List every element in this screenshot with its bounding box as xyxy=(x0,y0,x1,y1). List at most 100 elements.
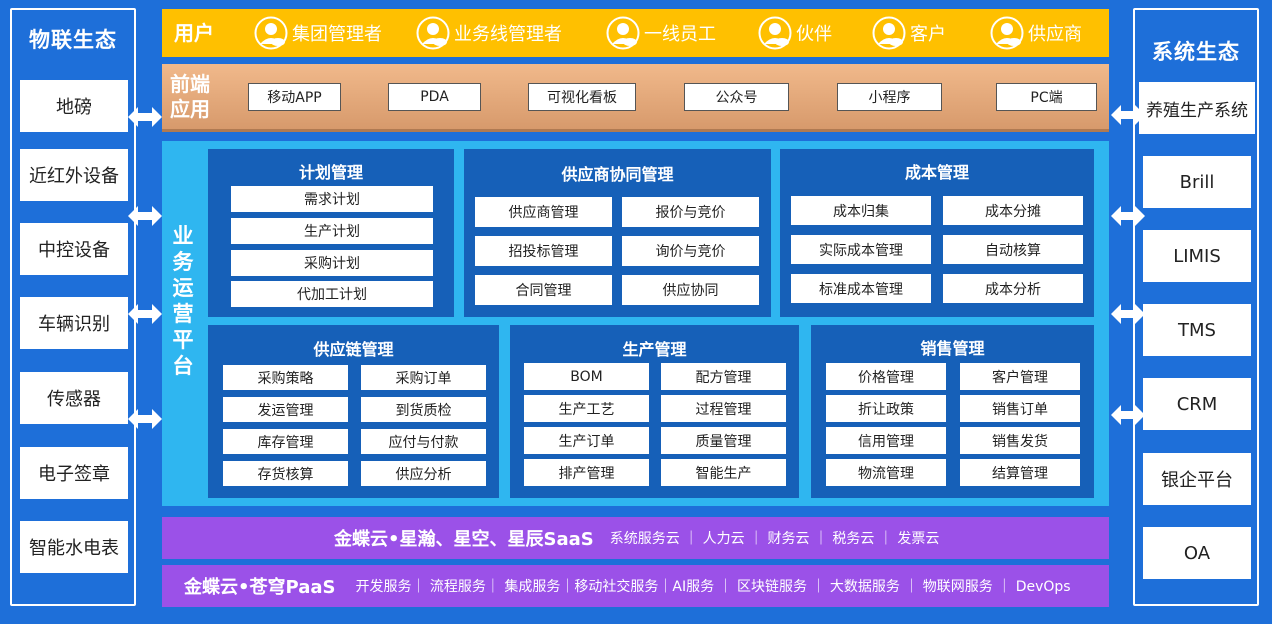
double-arrow-icon xyxy=(128,304,162,324)
supplier-collaboration-panel: 供应商协同管理 供应商管理 报价与竞价 招投标管理 询价与竞价 合同管理 供应协… xyxy=(464,149,771,317)
chain-item-purchase-order[interactable]: 采购订单 xyxy=(361,365,486,390)
double-arrow-icon xyxy=(128,107,162,127)
system-item-brill[interactable]: Brill xyxy=(1143,156,1251,208)
sales-title: 销售管理 xyxy=(920,339,985,358)
chain-item-arrival-inspection[interactable]: 到货质检 xyxy=(361,397,486,422)
double-arrow-icon xyxy=(128,206,162,226)
sales-item-price[interactable]: 价格管理 xyxy=(826,363,946,390)
chain-item-inventory[interactable]: 库存管理 xyxy=(223,429,348,454)
iot-item-nir-device[interactable]: 近红外设备 xyxy=(20,149,128,201)
user-frontline-staff[interactable]: 一线员工 xyxy=(606,16,716,50)
sales-panel: 销售管理 价格管理 客户管理 折让政策 销售订单 信用管理 销售发货 物流管理 … xyxy=(811,325,1094,498)
iot-item-vehicle-recognition[interactable]: 车辆识别 xyxy=(20,297,128,349)
plan-management-panel: 计划管理 需求计划 生产计划 采购计划 代加工计划 xyxy=(208,149,454,317)
system-item-crm[interactable]: CRM xyxy=(1143,378,1251,430)
double-arrow-icon xyxy=(1111,405,1145,425)
cost-item-collection[interactable]: 成本归集 xyxy=(791,196,931,225)
plan-item-oem[interactable]: 代加工计划 xyxy=(231,281,433,307)
production-item-formula[interactable]: 配方管理 xyxy=(661,363,786,390)
front-item-dashboard[interactable]: 可视化看板 xyxy=(528,83,636,111)
front-item-mini-program[interactable]: 小程序 xyxy=(837,83,942,111)
cost-item-allocation[interactable]: 成本分摊 xyxy=(943,196,1083,225)
iot-item-sensor[interactable]: 传感器 xyxy=(20,372,128,424)
iot-item-smart-meter[interactable]: 智能水电表 xyxy=(20,521,128,573)
supply-chain-panel: 供应链管理 采购策略 采购订单 发运管理 到货质检 库存管理 应付与付款 存货核… xyxy=(208,325,499,498)
sales-item-credit[interactable]: 信用管理 xyxy=(826,427,946,454)
supplier-item-quote-bid[interactable]: 报价与竞价 xyxy=(622,197,759,227)
supplier-item-tender[interactable]: 招投标管理 xyxy=(475,236,612,266)
system-item-limis[interactable]: LIMIS xyxy=(1143,230,1251,282)
front-item-pda[interactable]: PDA xyxy=(388,83,481,111)
sales-item-logistics[interactable]: 物流管理 xyxy=(826,459,946,486)
sales-item-customer[interactable]: 客户管理 xyxy=(960,363,1080,390)
production-item-smart[interactable]: 智能生产 xyxy=(661,459,786,486)
production-panel: 生产管理 BOM 配方管理 生产工艺 过程管理 生产订单 质量管理 排产管理 智… xyxy=(510,325,799,498)
chain-item-payables[interactable]: 应付与付款 xyxy=(361,429,486,454)
cost-item-analysis[interactable]: 成本分析 xyxy=(943,274,1083,303)
user-avatar-icon xyxy=(416,16,450,50)
production-item-process-mgmt[interactable]: 过程管理 xyxy=(661,395,786,422)
user-avatar-icon xyxy=(606,16,640,50)
user-avatar-icon xyxy=(872,16,906,50)
cost-item-actual[interactable]: 实际成本管理 xyxy=(791,235,931,264)
system-item-oa[interactable]: OA xyxy=(1143,527,1251,579)
cost-item-standard[interactable]: 标准成本管理 xyxy=(791,274,931,303)
double-arrow-icon xyxy=(1111,105,1145,125)
supplier-item-inquiry-bid[interactable]: 询价与竞价 xyxy=(622,236,759,266)
plan-item-production[interactable]: 生产计划 xyxy=(231,218,433,244)
production-item-quality[interactable]: 质量管理 xyxy=(661,427,786,454)
double-arrow-icon xyxy=(1111,206,1145,226)
user-avatar-icon xyxy=(758,16,792,50)
sales-item-delivery[interactable]: 销售发货 xyxy=(960,427,1080,454)
production-title: 生产管理 xyxy=(622,340,687,359)
system-item-bank-enterprise[interactable]: 银企平台 xyxy=(1143,453,1251,505)
supplier-item-management[interactable]: 供应商管理 xyxy=(475,197,612,227)
paas-services: 开发服务｜ 流程服务｜ 集成服务｜移动社交服务｜AI服务 ｜ 区块链服务 ｜ 大… xyxy=(355,579,1071,595)
sales-item-order[interactable]: 销售订单 xyxy=(960,395,1080,422)
sales-item-settlement[interactable]: 结算管理 xyxy=(960,459,1080,486)
production-item-scheduling[interactable]: 排产管理 xyxy=(524,459,649,486)
supplier-collaboration-title: 供应商协同管理 xyxy=(561,165,674,184)
user-supplier[interactable]: 供应商 xyxy=(990,16,1082,50)
production-item-order[interactable]: 生产订单 xyxy=(524,427,649,454)
users-bar: 用户 集团管理者 业务线管理者 一线员工 伙伴 客户 供应商 xyxy=(162,9,1109,57)
chain-item-supply-analysis[interactable]: 供应分析 xyxy=(361,461,486,486)
front-item-official-account[interactable]: 公众号 xyxy=(684,83,789,111)
chain-item-purchase-strategy[interactable]: 采购策略 xyxy=(223,365,348,390)
front-app-title: 前端 应用 xyxy=(170,72,210,121)
user-avatar-icon xyxy=(990,16,1024,50)
system-ecosystem-panel: 系统生态 养殖生产系统 Brill LIMIS TMS CRM 银企平台 OA xyxy=(1133,8,1259,606)
sales-item-discount[interactable]: 折让政策 xyxy=(826,395,946,422)
user-business-line-manager[interactable]: 业务线管理者 xyxy=(416,16,562,50)
paas-title: 金蝶云•苍穹PaaS xyxy=(184,577,336,598)
production-item-process-tech[interactable]: 生产工艺 xyxy=(524,395,649,422)
user-customer[interactable]: 客户 xyxy=(872,16,946,50)
cost-item-auto-accounting[interactable]: 自动核算 xyxy=(943,235,1083,264)
system-item-tms[interactable]: TMS xyxy=(1143,304,1251,356)
cost-management-title: 成本管理 xyxy=(904,163,969,182)
operations-platform-title: 业务运营平台 xyxy=(172,224,194,378)
production-item-bom[interactable]: BOM xyxy=(524,363,649,390)
saas-services: 系统服务云 ｜ 人力云 ｜ 财务云 ｜ 税务云 ｜ 发票云 xyxy=(609,531,940,547)
supplier-item-supply-collab[interactable]: 供应协同 xyxy=(622,275,759,305)
iot-ecosystem-panel: 物联生态 地磅 近红外设备 中控设备 车辆识别 传感器 电子签章 智能水电表 xyxy=(10,8,136,606)
front-item-mobile-app[interactable]: 移动APP xyxy=(248,83,341,111)
front-app-bar: 前端 应用 移动APP PDA 可视化看板 公众号 小程序 PC端 xyxy=(162,64,1109,132)
saas-title: 金蝶云•星瀚、星空、星辰SaaS xyxy=(334,529,594,550)
front-item-pc[interactable]: PC端 xyxy=(996,83,1097,111)
user-partner[interactable]: 伙伴 xyxy=(758,16,832,50)
user-group-manager[interactable]: 集团管理者 xyxy=(254,16,382,50)
supply-chain-title: 供应链管理 xyxy=(313,340,394,359)
iot-item-weighbridge[interactable]: 地磅 xyxy=(20,80,128,132)
double-arrow-icon xyxy=(128,409,162,429)
plan-item-demand[interactable]: 需求计划 xyxy=(231,186,433,212)
chain-item-shipping[interactable]: 发运管理 xyxy=(223,397,348,422)
iot-item-central-control[interactable]: 中控设备 xyxy=(20,223,128,275)
chain-item-stock-accounting[interactable]: 存货核算 xyxy=(223,461,348,486)
system-item-breeding[interactable]: 养殖生产系统 xyxy=(1139,82,1255,134)
plan-item-purchase[interactable]: 采购计划 xyxy=(231,250,433,276)
user-avatar-icon xyxy=(254,16,288,50)
iot-item-e-signature[interactable]: 电子签章 xyxy=(20,447,128,499)
supplier-item-contract[interactable]: 合同管理 xyxy=(475,275,612,305)
system-ecosystem-title: 系统生态 xyxy=(1152,40,1240,64)
